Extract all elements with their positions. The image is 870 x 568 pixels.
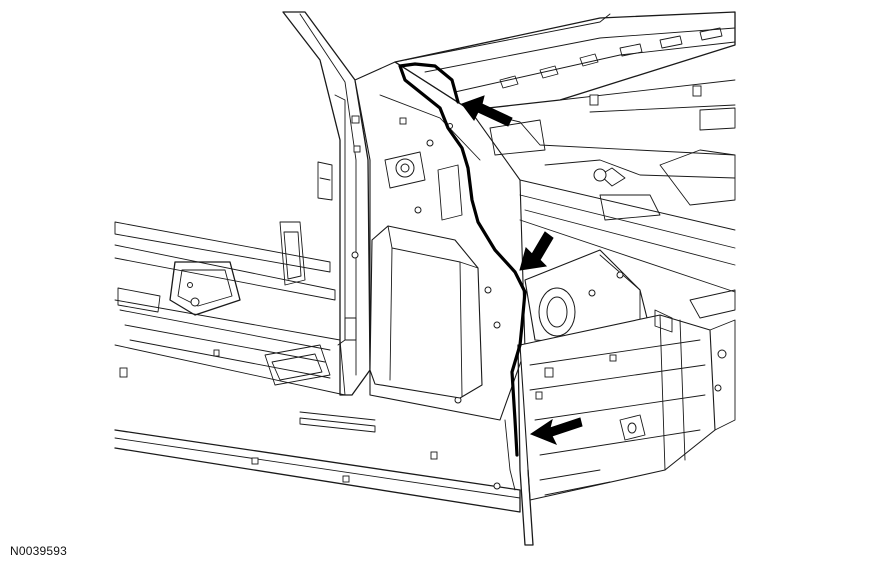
upper-arrow-icon	[461, 95, 513, 127]
door-opening-edge	[504, 344, 534, 546]
middle-arrow-icon	[519, 231, 554, 271]
a-pillar	[279, 11, 371, 396]
wiring-harness	[398, 62, 527, 457]
lower-arrow-icon	[529, 417, 583, 445]
figure-id-label: N0039593	[10, 544, 67, 558]
cowl-panel	[354, 61, 526, 421]
engine-compartment	[519, 149, 736, 501]
floor-pan	[114, 221, 521, 513]
